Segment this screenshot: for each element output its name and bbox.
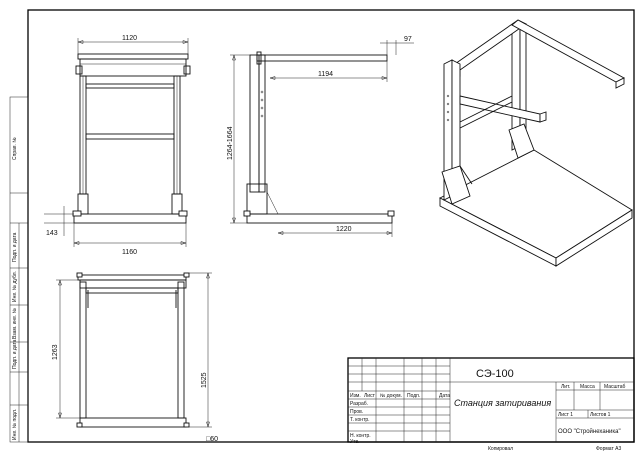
side-stamp-strip: Справ. № Подп. и дата Инв. № дубл. Взам.… [9,96,29,443]
front-view: 1120 1160 143 [44,35,191,256]
side-label-0: Справ. № [12,137,18,160]
side-label-4: Подп. и дата [12,339,18,369]
col-header-2: Масштаб [604,384,626,390]
company: ООО "Стройнеханика" [558,428,621,435]
dim-side-length: 1220 [336,226,352,233]
role-1: Пров. [350,409,363,415]
dim-profile: □60 [206,436,218,443]
title-block: Изм. Лист № докум. Подп. Дата Разраб. Пр… [347,357,635,445]
sheet-number: Лист 1 [558,412,573,418]
dim-base-width: 1160 [122,249,137,256]
side-view: 1264-1664 1194 97 1220 [227,36,414,237]
dim-front-width: 1120 [122,35,137,42]
dim-arm-reach: 1194 [318,71,333,78]
row-label-1: Лист [364,393,376,399]
format-label: Формат А3 [596,446,621,452]
col-header-1: Масса [580,384,595,390]
dim-top-depth: 1525 [201,372,208,388]
role-3: Н. контр. [350,433,371,439]
side-label-3: Взам. инв. № [12,308,18,339]
copied-label: Копировал [488,446,513,452]
dim-arm-offset: 97 [404,36,412,43]
side-label-1: Подп. и дата [12,232,18,262]
isometric-view [439,19,633,267]
side-label-5: Инв. № подл. [12,409,18,440]
row-label-2: № докум. [380,393,402,399]
role-2: Т. контр. [350,417,370,423]
side-label-2: Инв. № дубл. [12,271,18,302]
col-header-0: Лит. [561,384,570,390]
row-label-3: Подп. [407,393,420,399]
role-4: Утв. [350,439,360,445]
row-label-4: Дата [439,393,450,399]
dim-foot-height: 143 [46,230,58,237]
row-label-0: Изм. [350,393,361,399]
top-view: 1263 1525 □60 [52,272,218,443]
designation: СЭ-100 [476,368,514,380]
dim-top-length: 1263 [52,344,59,360]
dim-height-range: 1264-1664 [227,126,234,160]
title: Станция затиривания [454,398,551,408]
role-0: Разраб. [350,401,368,407]
sheet-count: Листов 1 [590,412,611,418]
